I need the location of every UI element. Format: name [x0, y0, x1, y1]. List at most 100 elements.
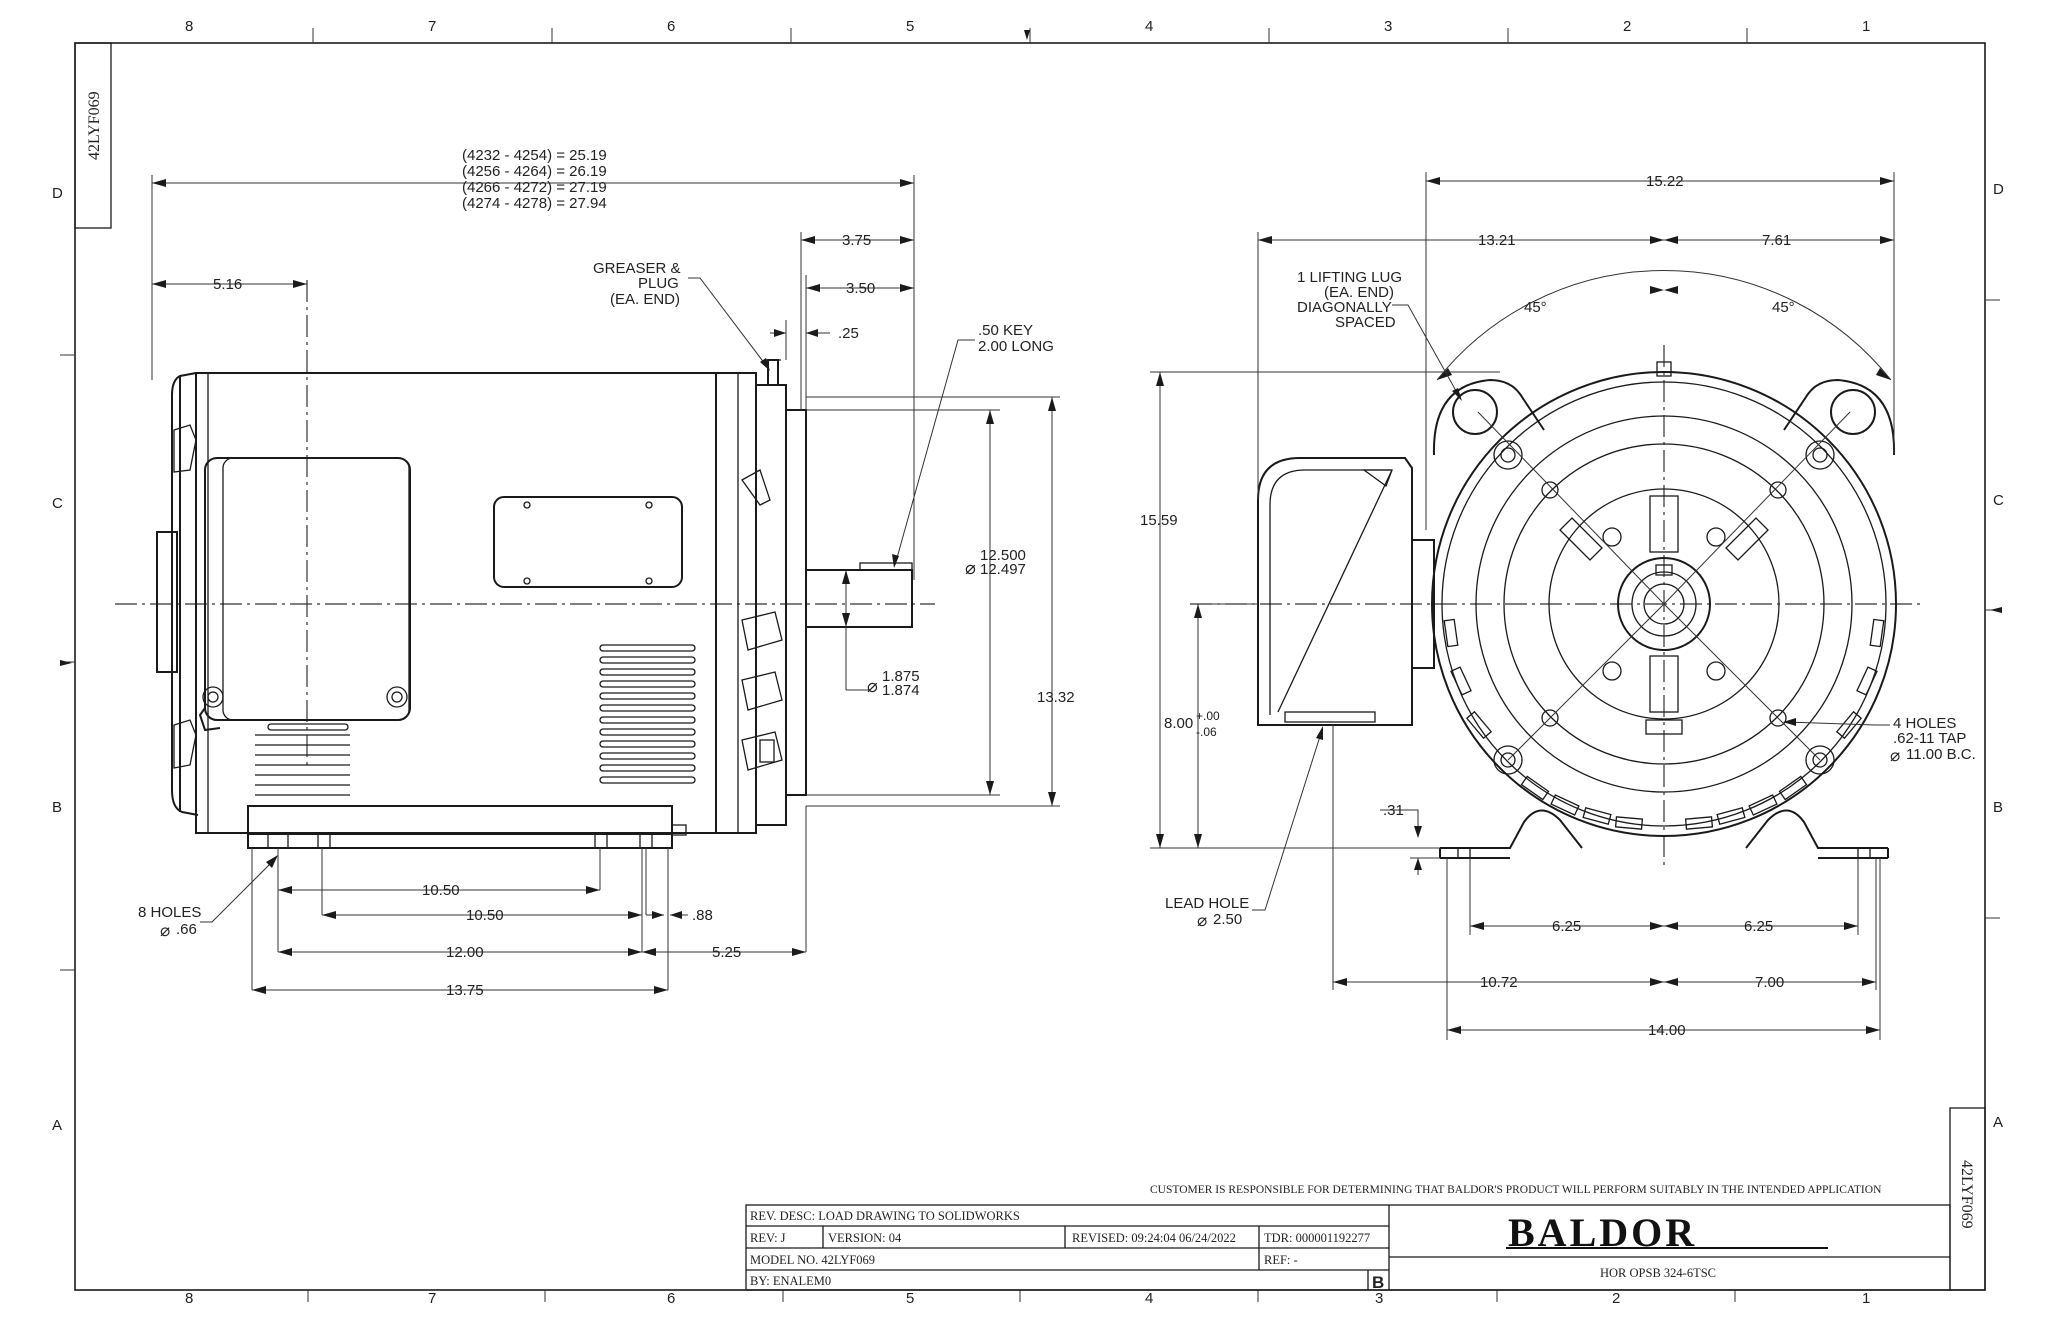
- zone-col-top: 3: [1384, 18, 1392, 35]
- zone-col-bottom: 3: [1375, 1290, 1383, 1307]
- dim-10-50a: 10.50: [422, 882, 460, 899]
- zone-labels: 8 7 6 5 4 3 2 1 8 7 6 5 4 3 2 1 D C B A …: [52, 18, 2004, 1307]
- dim-overall-4: (4274 - 4278) = 27.94: [462, 195, 607, 212]
- zone-col-top: 6: [667, 18, 675, 35]
- version-value: VERSION: 04: [828, 1231, 902, 1245]
- svg-text:42LYF069: 42LYF069: [1958, 1160, 1975, 1229]
- cooling-fins-right: [599, 644, 696, 784]
- dim-10-72: 10.72: [1480, 974, 1518, 991]
- note-4-holes-2: .62-11 TAP: [1893, 730, 1966, 747]
- cooling-fins-left: [255, 723, 350, 796]
- dim-10-50b: 10.50: [466, 907, 504, 924]
- zone-row-right: B: [1993, 799, 2003, 816]
- ref-value: REF: -: [1264, 1253, 1298, 1267]
- zone-col-top: 5: [906, 18, 914, 35]
- dim-15-59: 15.59: [1140, 512, 1178, 529]
- dim-12-00: 12.00: [446, 944, 484, 961]
- tdr-number: TDR: 000001192277: [1264, 1231, 1370, 1245]
- disclaimer-text: CUSTOMER IS RESPONSIBLE FOR DETERMINING …: [1150, 1184, 1882, 1196]
- diameter-symbol-icon: ⌀: [965, 558, 976, 578]
- zone-row-right: A: [1993, 1114, 2003, 1131]
- dim-45-left: 45°: [1524, 299, 1547, 316]
- dim-14-00: 14.00: [1648, 1022, 1686, 1039]
- rev-value: REV: J: [750, 1231, 786, 1245]
- side-view-dimensions: (4232 - 4254) = 25.19 (4256 - 4264) = 26…: [138, 147, 1075, 999]
- note-8-holes-2: .66: [176, 921, 197, 938]
- drawn-by: BY: ENALEM0: [750, 1274, 831, 1288]
- end-view: [1190, 345, 1925, 870]
- dim-7-00: 7.00: [1755, 974, 1784, 991]
- dim-31: .31: [1383, 802, 1404, 819]
- note-greaser-3: (EA. END): [610, 291, 680, 308]
- dim-6-25-left: 6.25: [1552, 918, 1581, 935]
- note-lead-hole-2: 2.50: [1213, 911, 1242, 928]
- note-lug-3: DIAGONALLY: [1297, 299, 1392, 316]
- note-greaser-1: GREASER &: [593, 260, 681, 277]
- note-lug-2: (EA. END): [1324, 284, 1394, 301]
- note-key-2: 2.00 LONG: [978, 338, 1054, 355]
- dim-13-75: 13.75: [446, 982, 484, 999]
- end-view-fins: [1443, 618, 1885, 830]
- model-number: MODEL NO. 42LYF069: [750, 1253, 875, 1267]
- zone-row-left: D: [52, 185, 63, 202]
- zone-col-bottom: 7: [428, 1290, 436, 1307]
- zone-col-bottom: 2: [1612, 1290, 1620, 1307]
- note-lead-hole-1: LEAD HOLE: [1165, 895, 1249, 912]
- dim-25: .25: [838, 325, 859, 342]
- rev-desc: REV. DESC: LOAD DRAWING TO SOLIDWORKS: [750, 1209, 1020, 1223]
- dim-8-tol-down: -.06: [1196, 725, 1217, 739]
- end-view-dimensions: 15.22 13.21 7.61 45° 45° 1 LIFTING LUG (…: [1140, 172, 1976, 1040]
- zone-row-right: D: [1993, 181, 2004, 198]
- svg-text:42LYF069: 42LYF069: [86, 91, 103, 160]
- dim-overall-2: (4256 - 4264) = 26.19: [462, 163, 607, 180]
- dim-3-75: 3.75: [842, 232, 871, 249]
- zone-col-top: 8: [185, 18, 193, 35]
- revised-date: REVISED: 09:24:04 06/24/2022: [1072, 1231, 1236, 1245]
- zone-col-top: 7: [428, 18, 436, 35]
- drawing-id-box-bottom: 42LYF069: [1949, 1107, 1986, 1291]
- note-key-1: .50 KEY: [978, 322, 1033, 339]
- title-block: CUSTOMER IS RESPONSIBLE FOR DETERMINING …: [745, 1184, 1951, 1292]
- dim-shaft-dia-1: 1.875: [882, 668, 920, 685]
- dim-3-50: 3.50: [846, 280, 875, 297]
- dim-overall-1: (4232 - 4254) = 25.19: [462, 147, 607, 164]
- note-4-holes-1: 4 HOLES: [1893, 715, 1956, 732]
- note-8-holes-1: 8 HOLES: [138, 904, 201, 921]
- dim-13-32: 13.32: [1037, 689, 1075, 706]
- zone-col-top: 4: [1145, 18, 1153, 35]
- zone-row-left: A: [52, 1117, 62, 1134]
- zone-col-bottom: 1: [1862, 1290, 1870, 1307]
- note-greaser-2: PLUG: [638, 275, 679, 292]
- dim-15-22: 15.22: [1646, 173, 1684, 190]
- dim-shaft-dia-2: 1.874: [882, 682, 920, 699]
- diameter-symbol-icon: ⌀: [1890, 746, 1900, 765]
- note-4-holes-3: 11.00 B.C.: [1906, 746, 1976, 763]
- dim-88: .88: [692, 907, 713, 924]
- zone-col-top: 1: [1862, 18, 1870, 35]
- dim-flange-dia-2: 12.497: [980, 561, 1026, 578]
- dim-5-16: 5.16: [213, 276, 242, 293]
- zone-row-left: C: [52, 495, 63, 512]
- dim-8-00: 8.00: [1164, 715, 1193, 732]
- dim-flange-dia-1: 12.500: [980, 547, 1026, 564]
- zone-row-right: C: [1993, 492, 2004, 509]
- zone-row-left: B: [52, 799, 62, 816]
- note-lug-4: SPACED: [1335, 314, 1396, 331]
- zone-col-bottom: 8: [185, 1290, 193, 1307]
- note-lug-1: 1 LIFTING LUG: [1297, 269, 1402, 286]
- dim-45-right: 45°: [1772, 299, 1795, 316]
- dim-7-61: 7.61: [1762, 232, 1791, 249]
- dim-overall-3: (4266 - 4272) = 27.19: [462, 179, 607, 196]
- diameter-symbol-icon: ⌀: [160, 921, 170, 940]
- diameter-symbol-icon: ⌀: [867, 676, 878, 696]
- zone-col-bottom: 5: [906, 1290, 914, 1307]
- drawing-id-box-top: 42LYF069: [74, 42, 112, 229]
- model-description: HOR OPSB 324-6TSC: [1600, 1266, 1716, 1280]
- sheet-frame: [60, 28, 2002, 1302]
- zone-col-bottom: 4: [1145, 1290, 1153, 1307]
- diameter-symbol-icon: ⌀: [1197, 911, 1207, 930]
- dim-8-tol-up: +.00: [1196, 709, 1220, 723]
- dim-6-25-right: 6.25: [1744, 918, 1773, 935]
- zone-col-bottom: 6: [667, 1290, 675, 1307]
